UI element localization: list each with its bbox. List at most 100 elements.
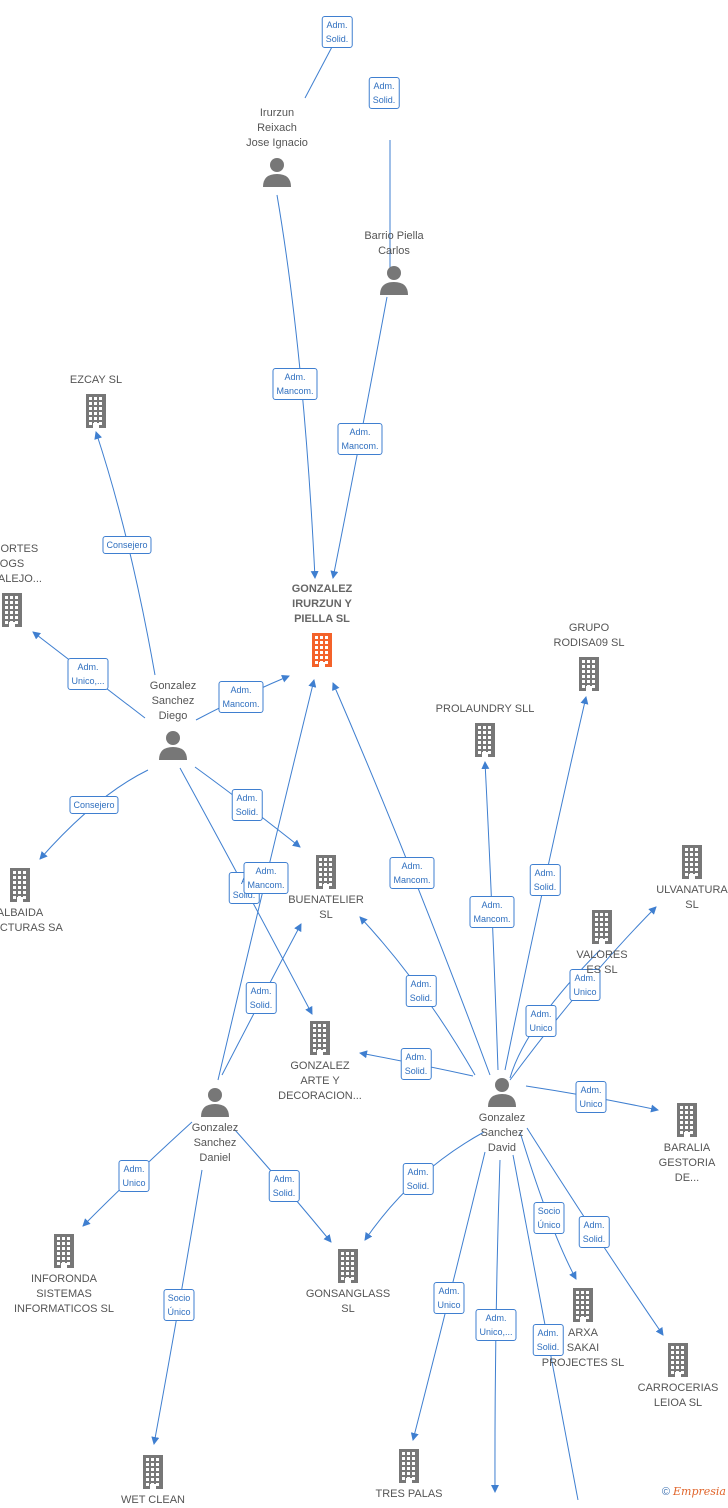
relation-label[interactable]: Adm.Solid.: [245, 982, 277, 1014]
node-label-prolaundry[interactable]: PROLAUNDRY SLL: [436, 702, 535, 717]
relation-label-line: Solid.: [533, 882, 557, 892]
building-icon[interactable]: [141, 1455, 165, 1494]
node-label-line: IRURZUN Y: [292, 598, 352, 610]
relation-label[interactable]: Adm.Solid.: [321, 16, 353, 48]
building-icon[interactable]: [577, 657, 601, 696]
node-label-line: OGS: [0, 558, 25, 570]
relation-label-line: Adm.: [373, 81, 395, 91]
relation-label[interactable]: Adm.Mancom.: [469, 896, 515, 928]
node-label-line: SL: [341, 1303, 355, 1315]
relation-label[interactable]: Adm.Mancom.: [389, 857, 435, 889]
relation-label[interactable]: Consejero: [102, 536, 152, 554]
node-label-line: ARXA: [568, 1327, 598, 1339]
building-icon[interactable]: [590, 910, 614, 949]
person-icon[interactable]: [379, 265, 409, 300]
relation-label[interactable]: Adm.Solid.: [529, 864, 561, 896]
relation-label[interactable]: Adm.Unico: [525, 1005, 557, 1037]
relation-label[interactable]: Adm. Mancom.: [337, 423, 383, 455]
relation-label-line: Solid.: [325, 34, 349, 44]
relation-label[interactable]: Adm. Solid.: [368, 77, 400, 109]
node-label-line: SAKAI: [566, 1342, 600, 1354]
relation-label[interactable]: Consejero: [69, 796, 119, 814]
building-icon[interactable]: [308, 1021, 332, 1060]
building-icon[interactable]: [310, 633, 334, 672]
relation-label-line: Adm.: [407, 1167, 429, 1177]
relation-label-line: Unico: [437, 1300, 461, 1310]
building-icon[interactable]: [52, 1234, 76, 1273]
edge-line: [39, 769, 149, 860]
relation-label-line: Adm.: [583, 1220, 605, 1230]
relation-label[interactable]: Adm.Solid.: [532, 1324, 564, 1356]
footer-brand: © Empresia: [662, 1485, 726, 1498]
building-icon[interactable]: [680, 845, 704, 884]
building-icon[interactable]: [0, 593, 24, 632]
node-label-line: DE...: [674, 1172, 700, 1184]
building-icon[interactable]: [8, 868, 32, 907]
node-label-line: Sanchez: [151, 695, 195, 707]
person-icon[interactable]: [487, 1077, 517, 1112]
relation-label-line: Solid.: [372, 95, 396, 105]
person-icon[interactable]: [158, 730, 188, 765]
relation-label[interactable]: Adm.Unico: [118, 1160, 150, 1192]
node-label-tres-palas[interactable]: TRES PALAS: [375, 1487, 442, 1502]
node-label-albaida[interactable]: ALBAIDATRUCTURAS SA: [0, 906, 63, 936]
relation-label[interactable]: Adm.Unico: [575, 1081, 607, 1113]
person-icon[interactable]: [262, 157, 292, 192]
building-icon[interactable]: [84, 394, 108, 433]
relation-label-line: Mancom.: [341, 441, 379, 451]
relation-label-line: Unico: [579, 1099, 603, 1109]
relation-label[interactable]: Adm.Unico,...: [67, 658, 109, 690]
relation-label[interactable]: Adm.Solid.: [400, 1048, 432, 1080]
node-label-line: Sanchez: [193, 1137, 237, 1149]
relation-label[interactable]: Adm.Solid.: [268, 1170, 300, 1202]
building-icon[interactable]: [666, 1343, 690, 1382]
building-icon[interactable]: [675, 1103, 699, 1142]
node-label-line: SPORTES: [0, 543, 39, 555]
node-label-deportes[interactable]: SPORTESOGSDRALEJO...: [0, 542, 42, 587]
person-icon[interactable]: [200, 1087, 230, 1122]
relation-label-line: Adm.: [349, 427, 371, 437]
node-label-ezcay[interactable]: EZCAY SL: [70, 373, 122, 388]
relation-label[interactable]: Adm. Solid.: [402, 1163, 434, 1195]
building-icon[interactable]: [473, 723, 497, 762]
node-label-line: ALBAIDA: [0, 907, 44, 919]
relation-label[interactable]: Adm.Unico: [433, 1282, 465, 1314]
relation-label[interactable]: Adm.Mancom.: [243, 862, 289, 894]
node-label-line: BUENATELIER: [288, 894, 364, 906]
relation-label-line: Solid.: [232, 890, 256, 900]
node-label-line: SISTEMAS: [36, 1288, 92, 1300]
relation-label[interactable]: Adm.Mancom.: [272, 368, 318, 400]
relation-label[interactable]: Adm.Solid.: [231, 789, 263, 821]
relation-label[interactable]: Adm.Unico: [569, 969, 601, 1001]
relation-label[interactable]: Adm.Unico,...: [475, 1309, 517, 1341]
relation-label[interactable]: Adm.Solid.: [578, 1216, 610, 1248]
relation-label[interactable]: Adm.Solid.: [405, 975, 437, 1007]
relation-label-line: Socio: [167, 1293, 191, 1303]
building-icon[interactable]: [397, 1449, 421, 1488]
building-icon[interactable]: [571, 1288, 595, 1327]
node-label-wet-clean[interactable]: WET CLEAN: [121, 1493, 185, 1508]
relation-label-line: Solid.: [406, 1181, 430, 1191]
relation-label[interactable]: Adm.Mancom.: [218, 681, 264, 713]
building-icon[interactable]: [336, 1249, 360, 1288]
building-icon[interactable]: [314, 855, 338, 894]
node-label-line: Gonzalez: [191, 1122, 239, 1134]
